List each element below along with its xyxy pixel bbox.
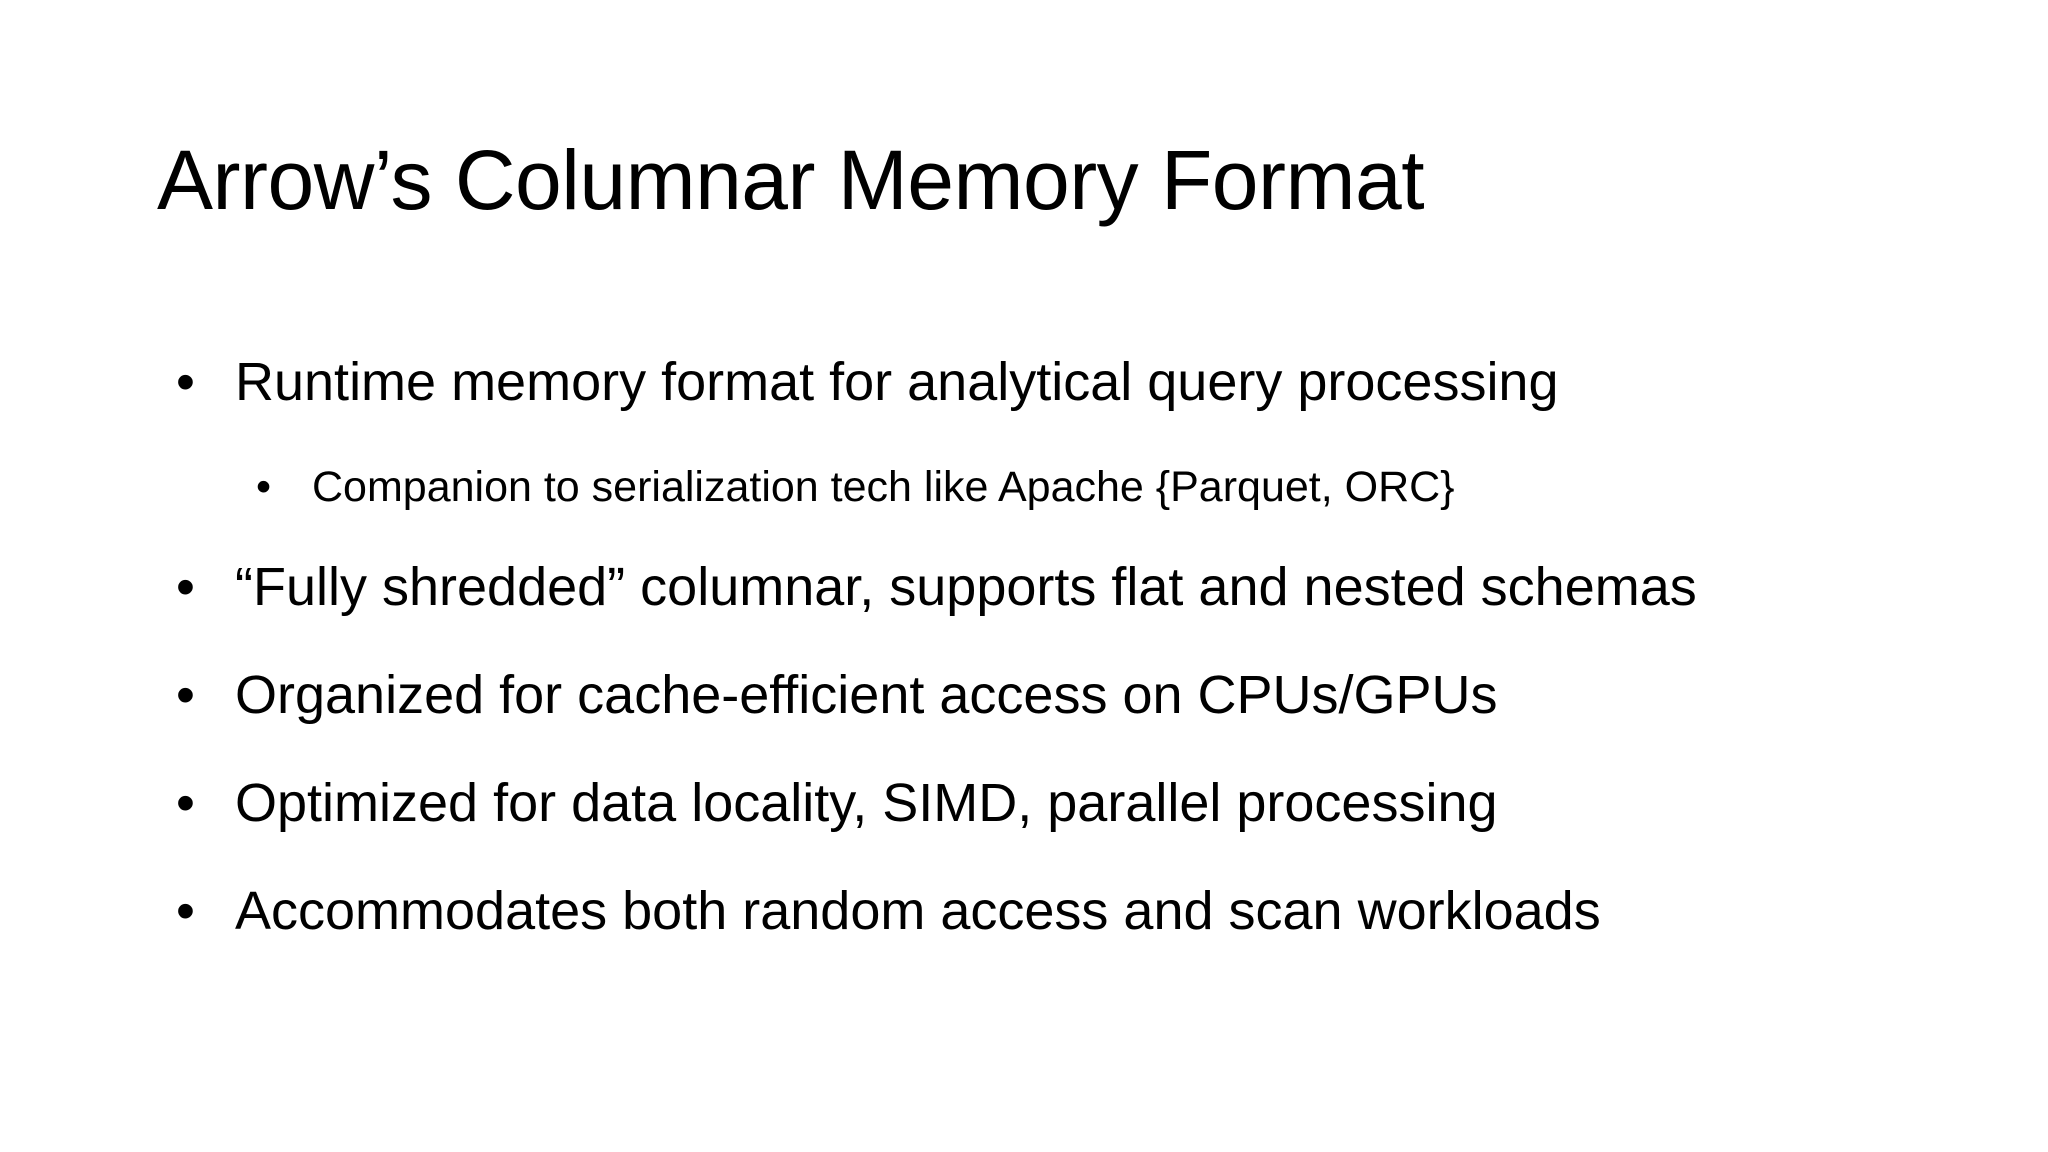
slide-title: Arrow’s Columnar Memory Format <box>157 133 1425 227</box>
bullet-text: “Fully shredded” columnar, supports flat… <box>235 557 1697 617</box>
bullet-dot-icon: • <box>256 463 272 511</box>
bullet-dot-icon: • <box>176 881 195 941</box>
bullet-text: Organized for cache-efficient access on … <box>235 665 1498 725</box>
bullet-text: Companion to serialization tech like Apa… <box>312 463 1455 511</box>
bullet-dot-icon: • <box>176 665 195 725</box>
bullet-text: Accommodates both random access and scan… <box>235 881 1601 941</box>
bullet-text: Optimized for data locality, SIMD, paral… <box>235 773 1498 833</box>
bullet-dot-icon: • <box>176 773 195 833</box>
bullet-dot-icon: • <box>176 352 195 412</box>
bullet-dot-icon: • <box>176 557 195 617</box>
bullet-text: Runtime memory format for analytical que… <box>235 352 1559 412</box>
